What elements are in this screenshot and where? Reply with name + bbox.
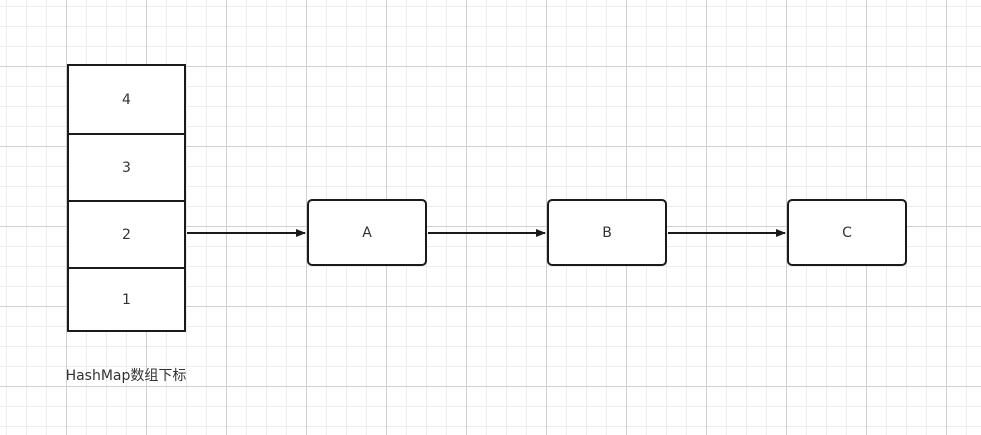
list-node-b[interactable]: B [547, 199, 667, 266]
node-label: C [842, 224, 852, 241]
array-caption[interactable]: HashMap数组下标 [65, 368, 187, 384]
array-cell-1[interactable]: 1 [69, 267, 184, 330]
node-label: B [602, 224, 612, 241]
hashmap-array[interactable]: 4 3 2 1 [67, 64, 186, 332]
list-node-c[interactable]: C [787, 199, 907, 266]
array-cell-3[interactable]: 3 [69, 133, 184, 200]
node-label: A [362, 224, 372, 241]
array-cell-label: 2 [122, 226, 131, 243]
list-node-a[interactable]: A [307, 199, 427, 266]
array-cell-2[interactable]: 2 [69, 200, 184, 267]
array-cell-label: 4 [122, 91, 131, 108]
array-cell-label: 3 [122, 159, 131, 176]
array-cell-4[interactable]: 4 [69, 66, 184, 133]
array-cell-label: 1 [122, 291, 131, 308]
